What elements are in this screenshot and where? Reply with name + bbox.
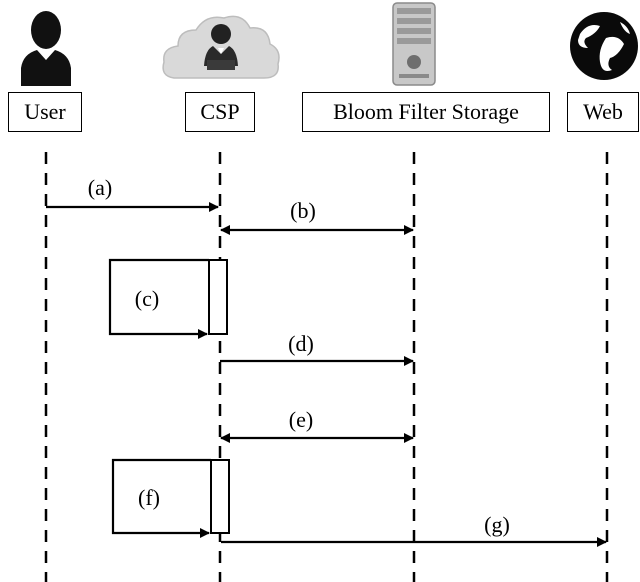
person-icon xyxy=(21,11,71,86)
actor-label-csp: CSP xyxy=(185,92,255,132)
actor-label-user: User xyxy=(8,92,82,132)
step-label-f: (f) xyxy=(138,485,160,510)
step-label-g: (g) xyxy=(484,512,510,537)
step-label-e: (e) xyxy=(288,407,314,432)
cloud-person-icon xyxy=(162,15,280,79)
globe-icon xyxy=(570,12,638,80)
actor-label-web: Web xyxy=(567,92,639,132)
step-label-a: (a) xyxy=(87,175,113,200)
step-label-b: (b) xyxy=(290,198,316,223)
server-icon xyxy=(392,2,436,86)
activation-box-c xyxy=(208,259,228,335)
step-label-c: (c) xyxy=(134,286,160,311)
step-label-d: (d) xyxy=(288,331,314,356)
self-loop-f xyxy=(111,458,211,538)
actor-label-bloom-filter-storage: Bloom Filter Storage xyxy=(302,92,550,132)
activation-box-f xyxy=(210,459,230,534)
self-loop-c xyxy=(108,258,209,339)
